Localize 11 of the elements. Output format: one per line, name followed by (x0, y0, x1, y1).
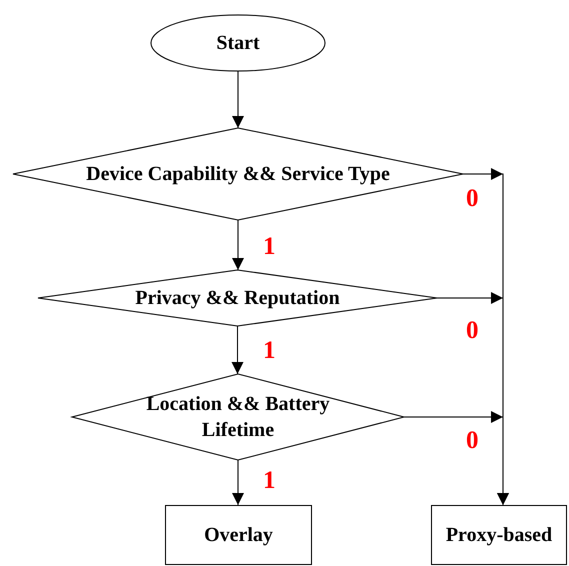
arrow (232, 220, 244, 270)
node-label: Proxy-based (446, 523, 552, 548)
node-label: Overlay (204, 523, 273, 548)
condition-text: Device Capability && Service Type (86, 162, 390, 187)
arrow (232, 70, 244, 128)
arrow (404, 411, 509, 506)
condition-text: Privacy && Reputation (135, 286, 340, 311)
node-label: Start (216, 31, 260, 56)
arrow (232, 326, 244, 374)
condition-text: Location && Battery Lifetime (145, 392, 331, 443)
arrow (232, 460, 244, 506)
